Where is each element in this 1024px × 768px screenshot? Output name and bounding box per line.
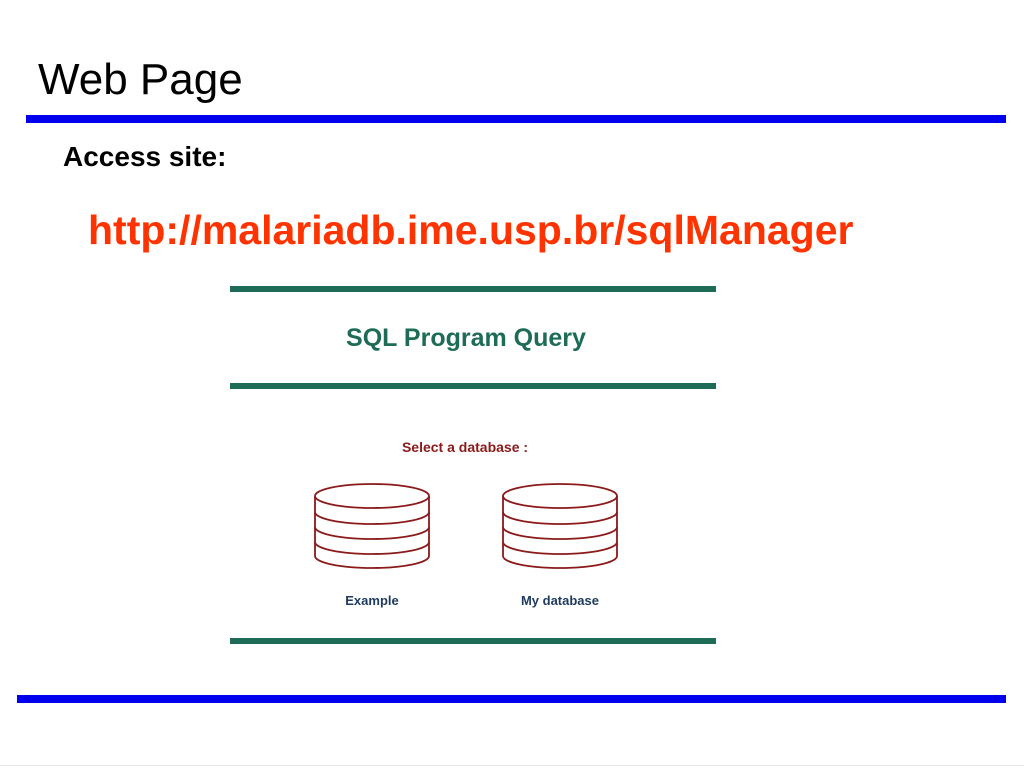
site-url-link[interactable]: http://malariadb.ime.usp.br/sqlManager — [88, 207, 854, 253]
sql-manager-screenshot: SQL Program Query Select a database : Ex… — [230, 284, 716, 664]
panel-bottom-bar — [230, 638, 716, 644]
database-label: Example — [345, 593, 399, 608]
panel-title: SQL Program Query — [346, 324, 586, 352]
panel-top-bar — [230, 286, 716, 292]
database-icon — [314, 483, 430, 569]
top-rule — [26, 115, 1006, 123]
bottom-rule — [17, 695, 1006, 703]
panel-divider-bar — [230, 383, 716, 389]
database-icon — [502, 483, 618, 569]
database-option-example[interactable]: Example — [310, 482, 434, 610]
database-option-my-database[interactable]: My database — [498, 482, 622, 610]
slide-title: Web Page — [38, 55, 243, 104]
select-database-label: Select a database : — [401, 439, 529, 455]
footer-divider — [0, 765, 1024, 766]
database-label: My database — [520, 593, 600, 608]
access-site-label: Access site: — [63, 141, 227, 172]
